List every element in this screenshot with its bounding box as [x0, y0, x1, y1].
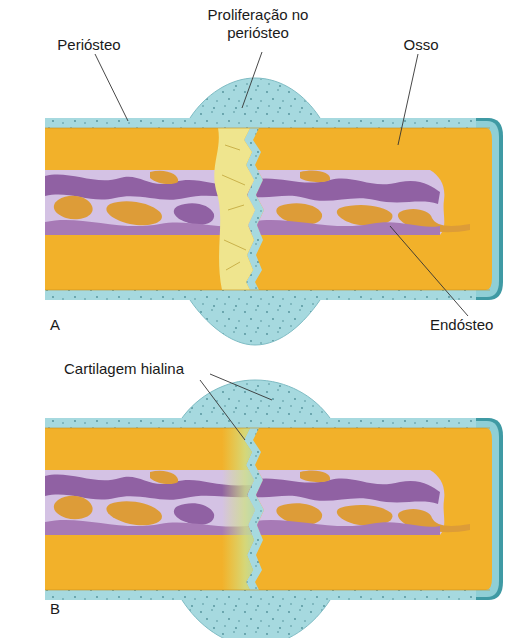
panel-letter: A [50, 316, 80, 334]
label-text: Proliferação no periósteo [183, 6, 333, 42]
leader-line [242, 52, 262, 108]
repair-gradient [222, 428, 260, 590]
repair-zone [222, 428, 260, 590]
callus-outline [182, 600, 330, 638]
dead-bone-lines [222, 145, 246, 270]
callus-outline [190, 300, 320, 345]
bone-shaft [45, 118, 503, 300]
label-text: Osso [398, 36, 444, 54]
cortex-edge [45, 128, 490, 290]
callus-outline [190, 78, 320, 118]
necrotic-zone [214, 128, 260, 290]
cortex-edge [45, 428, 490, 590]
leader-line [210, 374, 272, 400]
leader-lines [95, 52, 468, 440]
panel-a [45, 78, 503, 345]
dead-bone [214, 128, 260, 290]
panel-b [45, 380, 503, 638]
label-text: Periósteo [48, 36, 130, 54]
label-text: Endósteo [430, 316, 516, 334]
leader-line [95, 54, 128, 121]
label-text: Cartilagem hialina [24, 360, 224, 378]
bone-shaft [45, 418, 503, 600]
panel-letter: B [50, 600, 80, 618]
leader-line [390, 226, 468, 316]
leader-line [200, 380, 245, 440]
leader-line [398, 54, 418, 145]
